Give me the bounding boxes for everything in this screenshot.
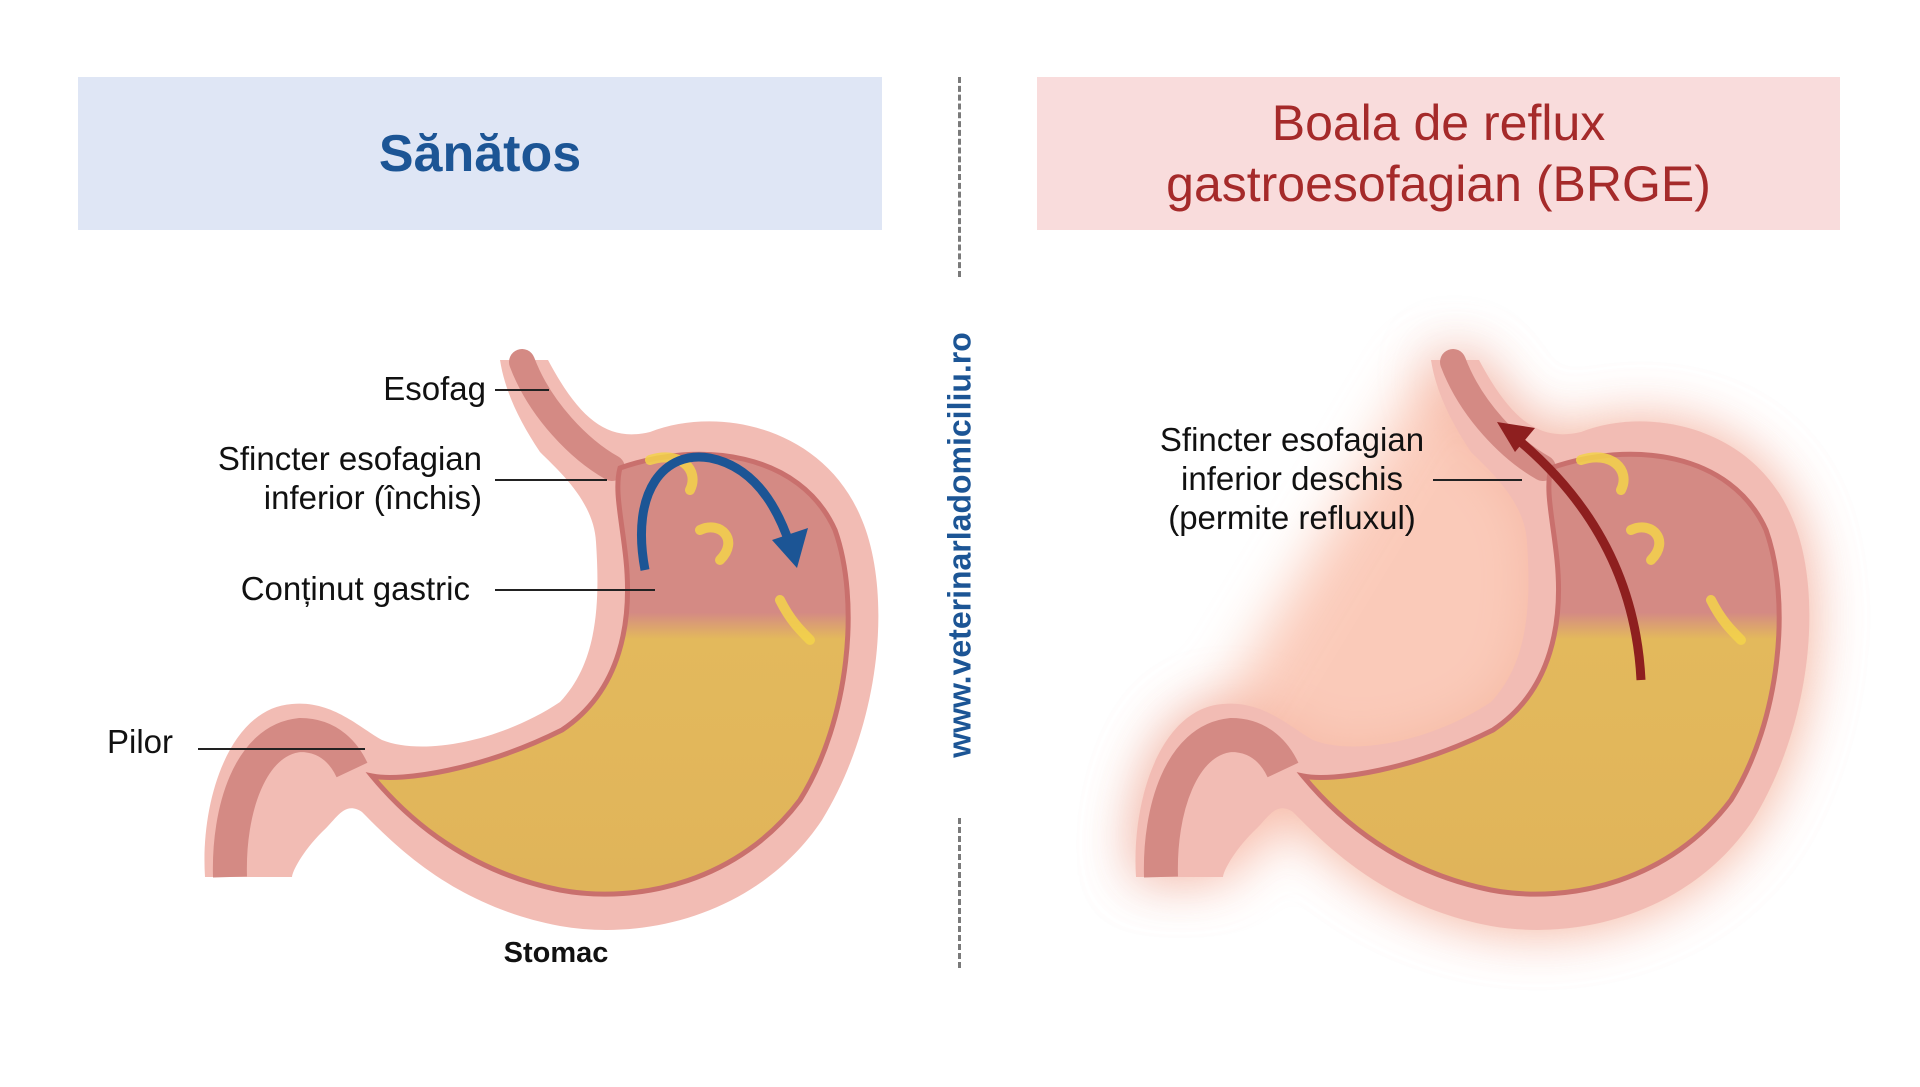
label-sphincter-line2: inferior (închis) <box>263 479 482 516</box>
leader-contents <box>495 589 655 591</box>
disease-title-line2: gastroesofagian (BRGE) <box>1166 155 1711 212</box>
leader-esophagus <box>495 389 549 391</box>
arrow-head-icon <box>1497 422 1535 452</box>
leader-pylorus <box>198 748 365 750</box>
disease-header: Boala de reflux gastroesofagian (BRGE) <box>1037 77 1840 230</box>
healthy-header: Sănătos <box>78 77 882 230</box>
label-sphincter-open: Sfincter esofagian inferior deschis (per… <box>1142 420 1442 537</box>
leader-sphincter-open <box>1433 479 1522 481</box>
label-sphincter-closed: Sfincter esofagian inferior (închis) <box>218 439 482 517</box>
food-direction-arrow <box>637 452 795 571</box>
label-esophagus: Esofag <box>383 370 486 407</box>
label-pylorus: Pilor <box>107 723 174 760</box>
label-gastric-contents: Conținut gastric <box>240 570 470 607</box>
divider-bottom <box>958 818 961 968</box>
leader-sphincter <box>495 479 607 481</box>
disease-title-line1: Boala de reflux <box>1271 94 1606 151</box>
healthy-title: Sănătos <box>378 124 582 183</box>
disease-stomach <box>1135 360 1809 930</box>
divider-top <box>958 77 961 277</box>
label-sphincter-line1: Sfincter esofagian <box>217 440 482 477</box>
label-open-line2: inferior deschis <box>1181 460 1403 497</box>
reflux-arrow <box>1513 434 1646 681</box>
label-open-line1: Sfincter esofagian <box>1159 421 1425 458</box>
healthy-stomach <box>204 360 878 930</box>
arrow-head-icon <box>772 528 808 568</box>
label-stomach: Stomac <box>503 937 609 969</box>
label-open-line3: (permite refluxul) <box>1168 499 1416 536</box>
